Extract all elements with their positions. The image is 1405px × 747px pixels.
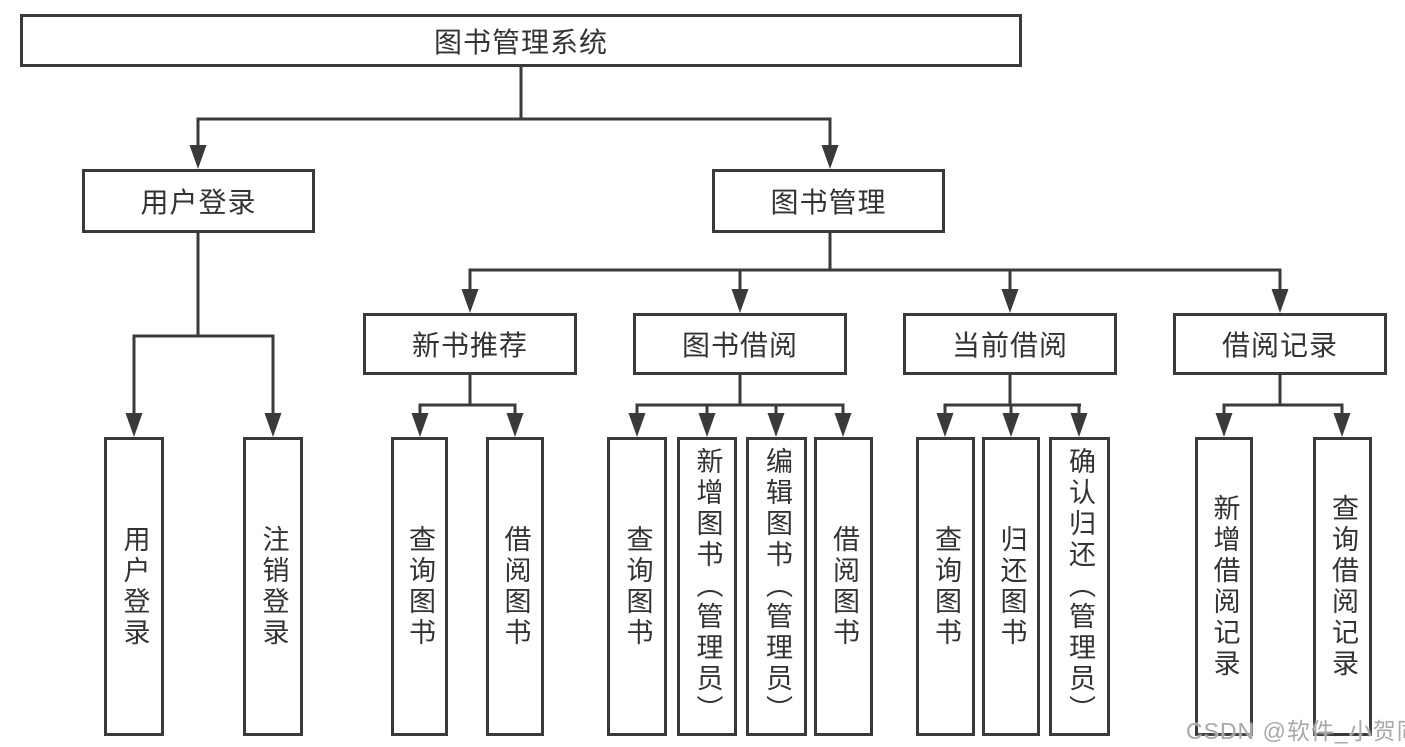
- arrowhead-current-borrowing: [1001, 289, 1019, 313]
- node-query-books-recommendation: 查询图书: [391, 437, 448, 736]
- arrowhead-book-management: [821, 145, 839, 169]
- connector-root-to-level2: [189, 67, 839, 169]
- connector-user-login-children: [125, 233, 282, 437]
- node-label: 归还图书: [996, 524, 1027, 649]
- node-library-management-system: 图书管理系统: [20, 14, 1022, 67]
- node-label: 查询图书: [931, 524, 961, 649]
- node-add-books-admin: 新增图书（管理员）: [677, 437, 737, 736]
- node-book-borrowing: 图书借阅: [633, 313, 847, 375]
- node-book-management: 图书管理: [712, 169, 945, 233]
- node-label: 用户登录: [140, 187, 257, 218]
- arrowhead-confirm-return-admin: [1070, 413, 1088, 437]
- node-borrowing-records: 借阅记录: [1173, 313, 1387, 375]
- node-query-borrow-record: 查询借阅记录: [1313, 437, 1372, 736]
- node-label: 用户登录: [119, 524, 150, 649]
- node-label: 借阅图书: [829, 524, 859, 649]
- node-label: 图书管理系统: [433, 26, 608, 58]
- node-query-books-borrowing: 查询图书: [607, 437, 667, 736]
- arrowhead-new-book-recommendation: [461, 289, 479, 313]
- node-label: 新增图书（管理员）: [692, 447, 723, 726]
- arrowhead-edit-books-admin: [767, 413, 785, 437]
- node-label: 注销登录: [258, 524, 289, 649]
- node-add-borrow-record: 新增借阅记录: [1195, 437, 1253, 736]
- connector-borrowing-records-children: [1215, 375, 1351, 437]
- arrowhead-return-books: [1002, 413, 1020, 437]
- arrowhead-query-books-3: [936, 413, 954, 437]
- arrowhead-user-login: [189, 145, 207, 169]
- node-label: 当前借阅: [951, 330, 1068, 361]
- csdn-watermark: CSDN @软件_小贺同学: [1186, 718, 1405, 744]
- node-label: 查询图书: [405, 524, 435, 649]
- node-borrow-books-recommendation: 借阅图书: [486, 437, 544, 736]
- node-label: 确认归还（管理员）: [1065, 447, 1095, 726]
- node-borrow-books-borrowing: 借阅图书: [814, 437, 873, 736]
- node-logout: 注销登录: [243, 437, 303, 736]
- arrowhead-borrow-books-2: [834, 413, 852, 437]
- arrowhead-logout: [264, 413, 282, 437]
- node-current-borrowing: 当前借阅: [903, 313, 1117, 375]
- node-label: 查询借阅记录: [1328, 493, 1358, 680]
- arrowhead-borrowing-records: [1271, 289, 1289, 313]
- connector-book-management-to-level3: [461, 233, 1289, 313]
- node-user-login-branch: 用户登录: [82, 169, 315, 233]
- arrowhead-book-borrowing: [731, 289, 749, 313]
- arrowhead-user-login-leaf: [125, 413, 143, 437]
- node-query-books-current: 查询图书: [916, 437, 975, 736]
- connector-new-book-recommendation-children: [411, 375, 524, 437]
- node-user-login-leaf: 用户登录: [104, 437, 164, 736]
- arrowhead-add-borrow-record: [1215, 413, 1233, 437]
- node-new-book-recommendation: 新书推荐: [363, 313, 577, 375]
- arrowhead-query-borrow-record: [1333, 413, 1351, 437]
- arrowhead-add-books-admin: [698, 413, 716, 437]
- arrowhead-query-books-1: [411, 413, 429, 437]
- arrowhead-query-books-2: [628, 413, 646, 437]
- connector-current-borrowing-children: [936, 375, 1088, 437]
- node-label: 新增借阅记录: [1209, 493, 1240, 680]
- node-edit-books-admin: 编辑图书（管理员）: [746, 437, 807, 736]
- arrowhead-borrow-books-1: [506, 413, 524, 437]
- connector-book-borrowing-children: [628, 375, 852, 437]
- node-confirm-return-admin: 确认归还（管理员）: [1049, 437, 1110, 736]
- node-label: 编辑图书（管理员）: [762, 447, 792, 726]
- node-label: 查询图书: [622, 524, 653, 649]
- node-return-books: 归还图书: [982, 437, 1040, 736]
- node-label: 借阅记录: [1221, 330, 1338, 361]
- node-label: 借阅图书: [500, 524, 531, 649]
- node-label: 图书管理: [770, 187, 887, 218]
- node-label: 新书推荐: [411, 330, 528, 361]
- node-label: 图书借阅: [681, 330, 798, 361]
